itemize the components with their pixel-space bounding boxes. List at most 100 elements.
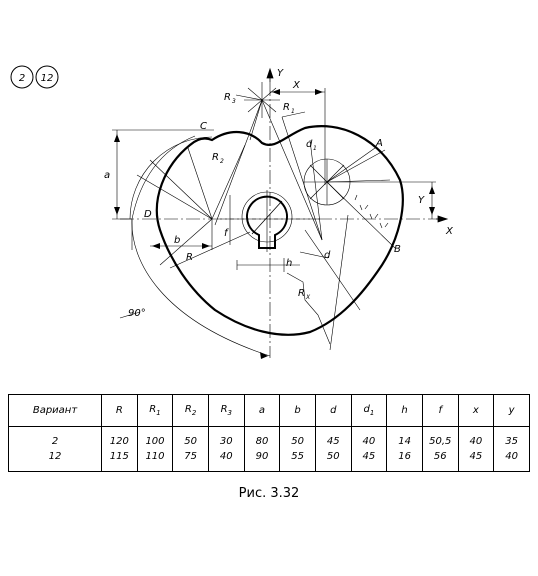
- arrowheads: [114, 89, 435, 359]
- header-main: b: [294, 405, 301, 416]
- label-d1: d: [306, 139, 313, 150]
- cell-value: 50,5: [429, 436, 452, 447]
- header-main: R: [149, 404, 157, 415]
- label-R2: R: [212, 152, 219, 163]
- header-main: x: [472, 405, 479, 416]
- cell-value: 50: [326, 451, 340, 462]
- cell-value: 55: [291, 451, 304, 462]
- cam-drawing: 2 12: [10, 65, 454, 359]
- label-R3-sub: 3: [232, 98, 236, 105]
- cell-value: 50: [184, 436, 197, 447]
- figure-caption: Рис. 3.32: [238, 486, 300, 501]
- table-header-cell: x: [457, 394, 495, 427]
- header-subscript: 3: [227, 409, 232, 417]
- table-header-cell: R3: [207, 394, 245, 427]
- label-a: a: [104, 170, 110, 181]
- label-Rx: R: [298, 288, 305, 299]
- cell-value: 56: [433, 451, 447, 462]
- table-header-cell: a: [243, 394, 281, 427]
- label-A: A: [375, 138, 383, 149]
- label-b: b: [174, 235, 180, 246]
- cell-value: 90: [255, 451, 269, 462]
- header-main: Вариант: [32, 405, 78, 416]
- cell-value: 40: [505, 451, 518, 462]
- construction-lines: [112, 82, 436, 357]
- label-R1: R: [283, 102, 290, 113]
- label-D: D: [144, 209, 152, 220]
- label-R3: R: [224, 92, 231, 103]
- center-lines: [120, 82, 445, 358]
- badge-circle: [35, 65, 59, 89]
- label-angle: 90°: [128, 308, 146, 319]
- table-header-cell: R1: [136, 394, 174, 427]
- badge-2: 2: [19, 73, 25, 84]
- header-subscript: 1: [156, 409, 161, 417]
- label-f: f: [224, 228, 229, 239]
- header-main: f: [438, 405, 442, 416]
- cell-value: 2: [51, 436, 59, 447]
- label-Y-dim: Y: [418, 195, 425, 206]
- label-R1-sub: 1: [291, 108, 295, 115]
- table-header-cell: y: [493, 394, 530, 427]
- cell-value: 80: [255, 436, 269, 447]
- table-header-cell: R2: [172, 394, 209, 427]
- header-main: R: [115, 405, 123, 416]
- cell-value: 45: [362, 451, 376, 462]
- cell-value: 120: [109, 436, 129, 447]
- cell-value: 45: [326, 436, 340, 447]
- cell-value: 35: [505, 436, 518, 447]
- cell-value: 100: [145, 436, 165, 447]
- label-R2-sub: 2: [220, 158, 224, 165]
- header-main: d: [330, 405, 337, 416]
- table-header-cell: R: [101, 394, 138, 427]
- label-B: B: [394, 244, 401, 255]
- hub-diag: [251, 200, 283, 235]
- cell-value: 12: [48, 451, 62, 462]
- hub-keyhole: [246, 195, 288, 249]
- cell-value: 50: [291, 436, 304, 447]
- cam-contour: [155, 125, 404, 336]
- table-header-cell: b: [279, 394, 316, 427]
- label-X-axis: X: [445, 226, 454, 237]
- label-C: C: [200, 121, 207, 132]
- badge-12: 12: [41, 73, 54, 84]
- table-header-cell: h: [386, 394, 423, 427]
- badge-circle: [10, 65, 34, 89]
- cell-value: 14: [398, 436, 411, 447]
- header-main: R: [184, 404, 192, 415]
- cell-value: 40: [219, 451, 233, 462]
- table-header-cell: d1: [350, 394, 388, 427]
- cell-value: 30: [219, 436, 233, 447]
- header-subscript: 2: [191, 409, 197, 417]
- cell-value: 40: [362, 436, 376, 447]
- header-main: y: [508, 405, 515, 416]
- label-d1-sub: 1: [313, 145, 317, 152]
- cell-value: 110: [145, 451, 165, 462]
- label-d: d: [324, 250, 331, 261]
- axis-arrows: [266, 67, 449, 223]
- table-cell: 50,5 56: [421, 426, 459, 472]
- cell-value: 75: [184, 451, 197, 462]
- scale-ticks: [354, 194, 389, 229]
- label-Rx-sub: X: [305, 294, 311, 301]
- cell-value: 40: [469, 436, 483, 447]
- table-header-cell: d: [314, 394, 352, 427]
- table-header-cell: f: [421, 394, 459, 427]
- header-main: h: [401, 405, 408, 416]
- label-Y-axis: Y: [277, 68, 284, 79]
- header-main: a: [258, 405, 266, 416]
